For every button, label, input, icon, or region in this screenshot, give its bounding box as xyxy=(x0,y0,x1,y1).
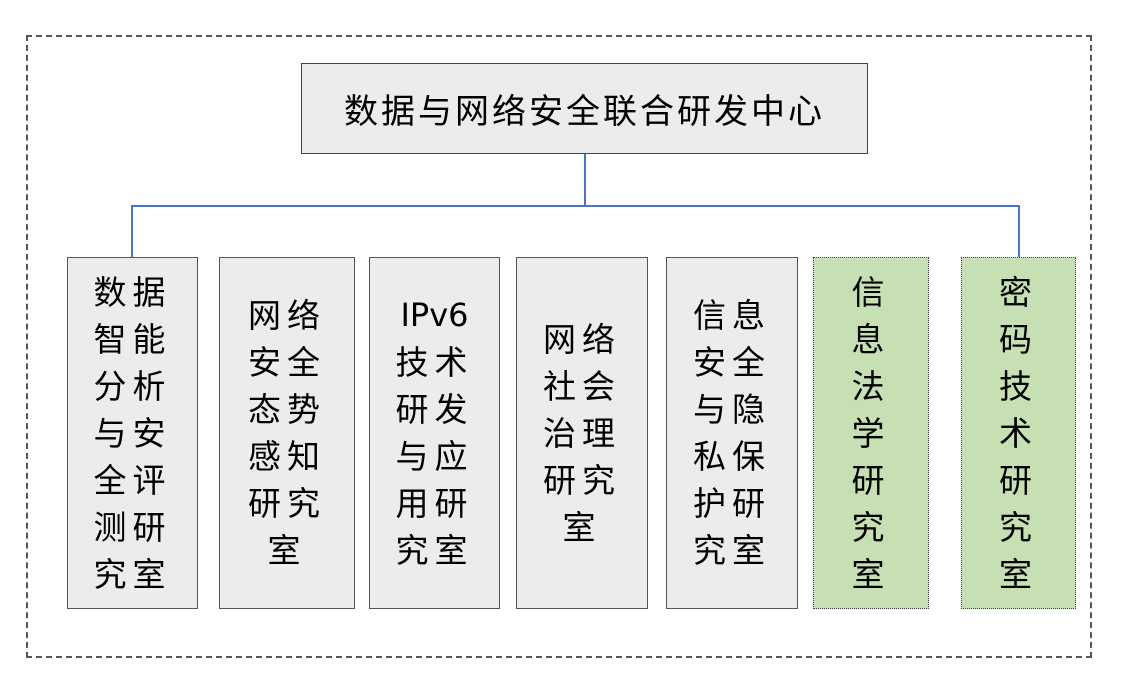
label-line: 感知 xyxy=(248,437,326,476)
connector-right-drop xyxy=(1018,205,1020,257)
label-line: 私保 xyxy=(693,437,771,476)
label-line: 安全 xyxy=(248,343,326,382)
label-line: 究室 xyxy=(693,531,771,570)
label-line: 法 xyxy=(851,366,891,406)
label-line: 研 xyxy=(851,460,891,500)
label-line: 究 xyxy=(851,507,891,547)
root-node: 数据与网络安全联合研发中心 xyxy=(301,63,868,154)
label-line: 室 xyxy=(267,531,307,570)
label-line: 技 xyxy=(999,366,1038,406)
label-line: 密 xyxy=(999,272,1038,312)
child-node-3: IPv6 技术研发与应用研究室 xyxy=(369,257,500,609)
label-line: 研发 xyxy=(395,390,474,429)
label-line: IPv6 xyxy=(400,296,469,334)
label-line: 态势 xyxy=(248,390,326,429)
label-line: 术 xyxy=(999,413,1038,453)
label-line: 用研 xyxy=(395,484,474,523)
label-line: 研究 xyxy=(543,460,621,500)
dashed-boundary-frame xyxy=(26,35,1092,658)
label-line: 社会 xyxy=(543,366,621,406)
child-node-label: IPv6 技术研发与应用研究室 xyxy=(396,292,474,574)
label-line: 智能 xyxy=(93,319,172,359)
label-line: 护研 xyxy=(693,484,771,523)
label-line: 网络 xyxy=(248,296,326,335)
label-line: 技术 xyxy=(395,343,474,382)
label-line: 室 xyxy=(999,554,1038,594)
label-line: 治理 xyxy=(543,413,621,453)
label-line: 测研 xyxy=(93,507,172,547)
label-line: 安全 xyxy=(693,343,771,382)
label-line: 究室 xyxy=(395,531,474,570)
label-line: 与安 xyxy=(93,413,172,453)
child-node-2: 网络安全态势感知研究室 xyxy=(219,257,355,609)
child-node-7: 密码技术研究室 xyxy=(961,257,1076,609)
child-node-6: 信息法学研究室 xyxy=(813,257,929,609)
connector-left-drop xyxy=(131,205,133,257)
connector-root-stem xyxy=(584,154,586,206)
child-node-label: 信息法学研究室 xyxy=(852,269,891,598)
label-line: 分析 xyxy=(93,366,172,406)
child-node-5: 信息安全与隐私保护研究室 xyxy=(666,257,798,609)
label-line: 室 xyxy=(562,507,602,547)
label-line: 网络 xyxy=(543,319,621,359)
root-node-label: 数据与网络安全联合研发中心 xyxy=(344,92,825,132)
label-line: 与应 xyxy=(395,437,474,476)
child-node-1: 数据智能分析与安全评测研究室 xyxy=(67,257,198,609)
label-line: 信息 xyxy=(693,296,771,335)
label-line: 研究 xyxy=(248,484,326,523)
child-node-label: 密码技术研究室 xyxy=(999,269,1038,598)
label-line: 究 xyxy=(999,507,1038,547)
label-line: 数据 xyxy=(93,272,172,312)
label-line: 研 xyxy=(999,460,1038,500)
child-node-label: 网络安全态势感知研究室 xyxy=(248,292,326,574)
connector-horizontal-bus xyxy=(131,205,1020,207)
label-line: 信 xyxy=(851,272,891,312)
label-line: 学 xyxy=(851,413,891,453)
label-line: 与隐 xyxy=(693,390,771,429)
label-line: 码 xyxy=(999,319,1038,359)
child-node-4: 网络社会治理研究室 xyxy=(516,257,648,609)
child-node-label: 数据智能分析与安全评测研究室 xyxy=(94,269,172,598)
child-node-label: 信息安全与隐私保护研究室 xyxy=(693,292,771,574)
label-line: 息 xyxy=(851,319,891,359)
child-node-label: 网络社会治理研究室 xyxy=(543,316,621,551)
label-line: 全评 xyxy=(93,460,172,500)
label-line: 究室 xyxy=(93,554,172,594)
label-line: 室 xyxy=(851,554,891,594)
